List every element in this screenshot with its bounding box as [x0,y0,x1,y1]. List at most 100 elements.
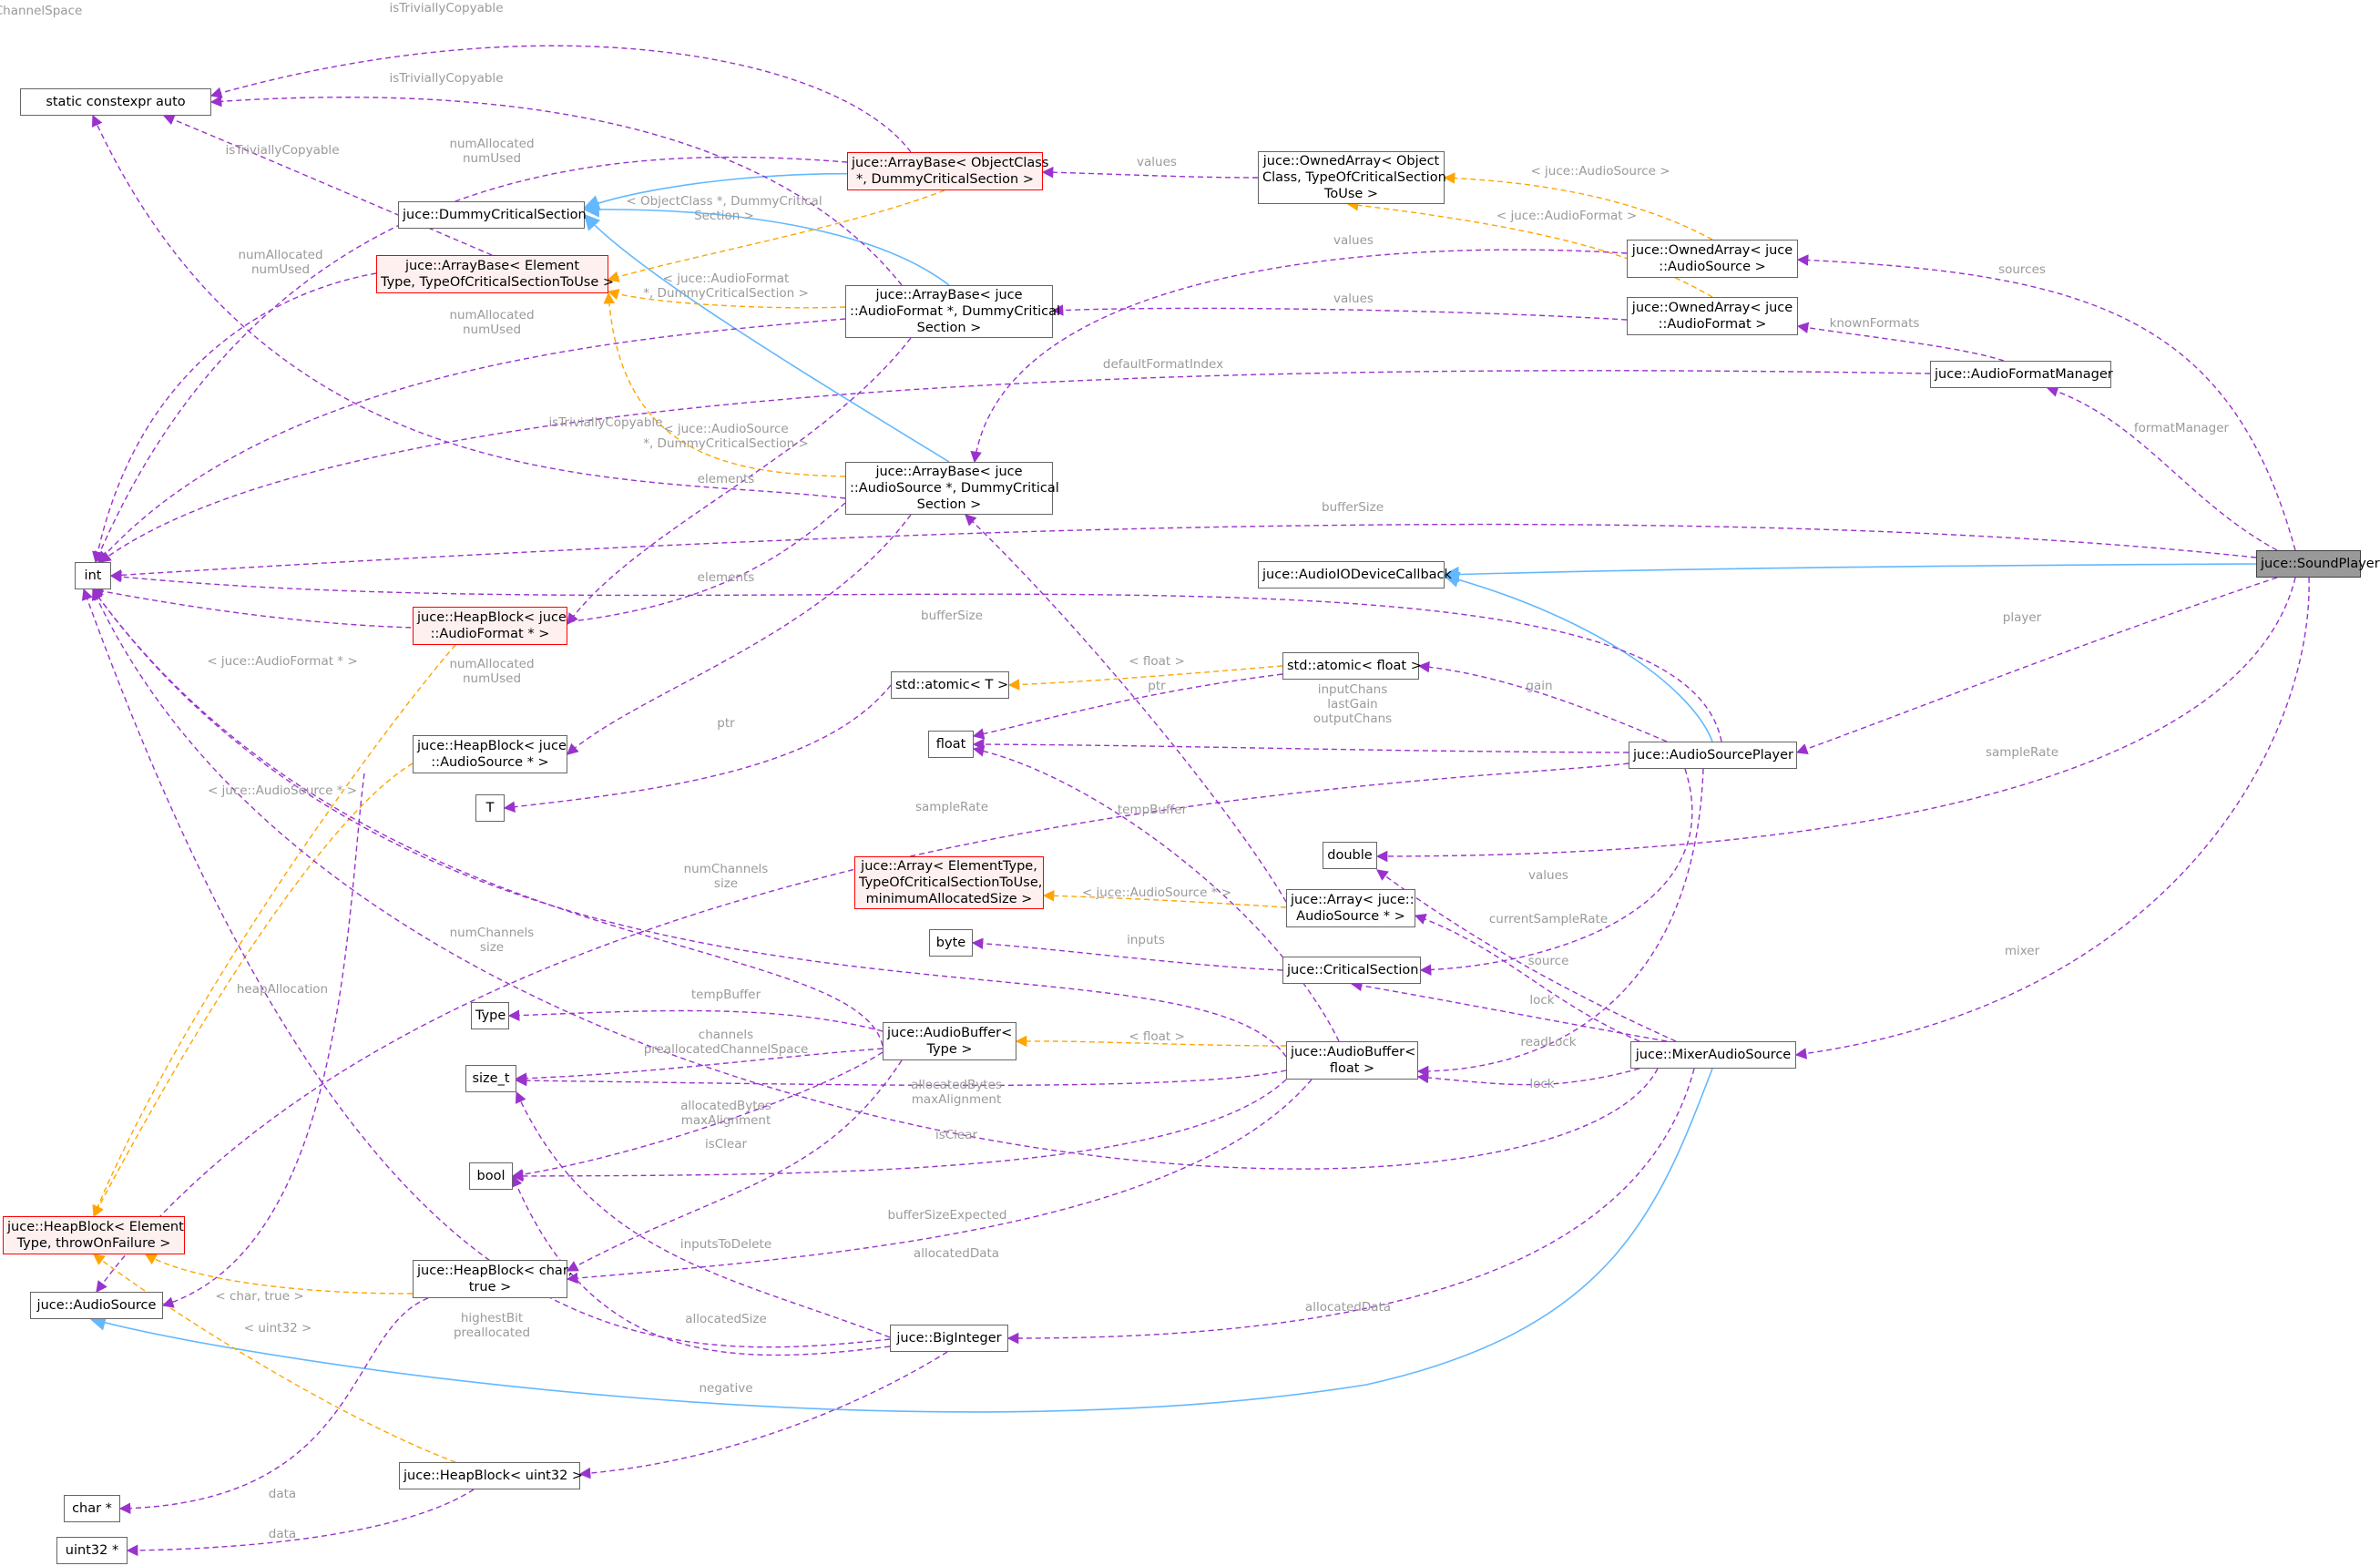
edge-label: gain [1526,679,1552,693]
class-node-abAF[interactable]: juce::ArrayBase< juce::AudioFormat *, Du… [845,285,1060,338]
class-node-float[interactable]: float [928,731,974,758]
class-node-hbAF[interactable]: juce::HeapBlock< juce::AudioFormat * > [413,607,567,645]
edge-oaOC-to-abOC [1041,166,1259,179]
class-node-bool[interactable]: bool [469,1162,513,1190]
class-node-oaAF[interactable]: juce::OwnedArray< juce::AudioFormat > [1627,297,1798,335]
edge-abT-to-bool [511,1079,1287,1182]
class-node-afm[interactable]: juce::AudioFormatManager [1930,361,2113,388]
edge-abAS-to-dcs [583,213,950,463]
edge-label-line: numAllocated [238,248,322,262]
edge-label: data [269,1487,296,1501]
edge-label-line: inputsToDelete [680,1237,771,1252]
class-node-aiodc[interactable]: juce::AudioIODeviceCallback [1258,561,1452,589]
class-node-atomT[interactable]: std::atomic< T > [891,671,1009,699]
edge-label-line: size [480,940,504,955]
class-node-mas[interactable]: juce::MixerAudioSource [1630,1041,1796,1069]
class-node-T[interactable]: T [475,794,505,822]
class-node-label: juce::AudioBuffer< [887,1026,1013,1040]
class-node-sizet[interactable]: size_t [465,1065,516,1092]
class-node-oaAS[interactable]: juce::OwnedArray< juce::AudioSource > [1627,240,1798,278]
edge-asp-to-abF [972,745,1340,1042]
class-node-label: size_t [472,1071,510,1086]
class-node-abT[interactable]: juce::AudioBuffer<Type > [883,1022,1016,1060]
edge-abAF-to-hbAF [567,337,912,626]
class-node-label: juce::AudioSourcePlayer [1633,748,1794,763]
edge-label-line: ptr [1148,679,1166,693]
class-node-abAS[interactable]: juce::ArrayBase< juce::AudioSource *, Du… [845,462,1059,515]
edge-label-line: allocatedData [914,1246,999,1261]
edge-label-line: bufferSize [1322,500,1384,515]
class-node-atomF[interactable]: std::atomic< float > [1282,652,1422,680]
class-node-label: T [485,801,495,815]
edge-label-line: allocatedData [1305,1300,1391,1315]
edge-label: isTriviallyCopyable [390,71,504,86]
class-node-charp[interactable]: char * [64,1495,120,1522]
class-node-abOC[interactable]: juce::ArrayBase< ObjectClass*, DummyCrit… [847,152,1048,190]
class-node-cs[interactable]: juce::CriticalSection [1282,957,1421,984]
class-node-sce[interactable]: static constexpr auto [20,88,211,116]
class-node-double[interactable]: double [1323,842,1377,869]
class-node-as[interactable]: juce::AudioSource [30,1292,163,1319]
edge-hbU-to-hbET [92,1254,456,1463]
class-node-label: juce::ArrayBase< juce [875,288,1023,302]
edge-label: negative [699,1381,752,1396]
edge-label: values [1528,868,1568,883]
class-node-label: ::AudioSource > [1659,260,1766,274]
class-node-label: juce::ArrayBase< Element [404,259,580,273]
edge-label: < juce::AudioSource > [1530,164,1670,179]
class-node-byte[interactable]: byte [929,929,973,957]
class-node-hbC[interactable]: juce::HeapBlock< char,true > [413,1260,573,1298]
class-node-label: bool [476,1169,506,1183]
edge-abF-to-hbC [1006,1068,1695,1345]
edge-label-line: numAllocated [449,308,534,322]
class-node-abF[interactable]: juce::AudioBuffer<float > [1286,1041,1418,1080]
edge-label: heapAllocation [237,982,328,997]
edge-label-line: numChannels [450,926,535,940]
class-node-label: juce::ArrayBase< juce [875,465,1023,479]
edge-label-line: bufferSizeExpected [888,1208,1007,1223]
class-node-hbU[interactable]: juce::HeapBlock< uint32 > [399,1462,583,1489]
class-node-label: Type [475,1008,506,1023]
edge-label: < float > [1129,654,1185,669]
class-node-asp[interactable]: juce::AudioSourcePlayer [1629,742,1797,769]
edge-label-line: isClear [705,1137,748,1151]
class-node-u32p[interactable]: uint32 * [56,1537,128,1564]
edge-label-line: negative [699,1381,752,1396]
edge-label: sampleRate [1986,745,2058,760]
edge-label-line: highestBit [461,1311,523,1325]
class-node-label: juce::Array< ElementType, [861,859,1037,874]
edge-hbC-to-hbET [144,1254,414,1295]
edge-label: sampleRate [915,800,988,814]
class-node-label: juce::OwnedArray< Object [1262,154,1440,169]
edge-label: bufferSize [921,609,983,623]
class-node-dcs[interactable]: juce::DummyCriticalSection [398,201,587,229]
edge-label-line: numUsed [463,671,521,686]
edge-label-line: lock [1529,1077,1554,1091]
class-node-int[interactable]: int [75,562,111,589]
edge-abAS-to-hbAS [567,514,912,755]
edge-label-line: < juce::AudioSource > [1530,164,1670,179]
edge-abAS-to-int [91,502,846,629]
edge-label-line: values [1137,155,1177,169]
class-node-arrAS[interactable]: juce::Array< juce::AudioSource * > [1286,889,1415,927]
class-node-label: juce::HeapBlock< Element [7,1220,184,1234]
edge-label-line: < uint32 > [244,1321,312,1336]
class-node-label: static constexpr auto [46,95,186,109]
class-node-bi[interactable]: juce::BigInteger [890,1325,1008,1352]
class-node-hbAS[interactable]: juce::HeapBlock< juce::AudioSource * > [413,735,567,773]
class-node-label: Section > [916,497,982,512]
class-node-label: byte [935,936,966,950]
class-node-label: juce::HeapBlock< char, [417,1264,573,1278]
class-node-label: minimumAllocatedSize > [865,892,1033,906]
class-node-sp[interactable]: juce::SoundPlayer [2256,550,2380,578]
class-node-arrET[interactable]: juce::Array< ElementType,TypeOfCriticalS… [854,856,1044,909]
class-node-type[interactable]: Type [471,1002,509,1029]
edge-label: data [269,1527,296,1541]
